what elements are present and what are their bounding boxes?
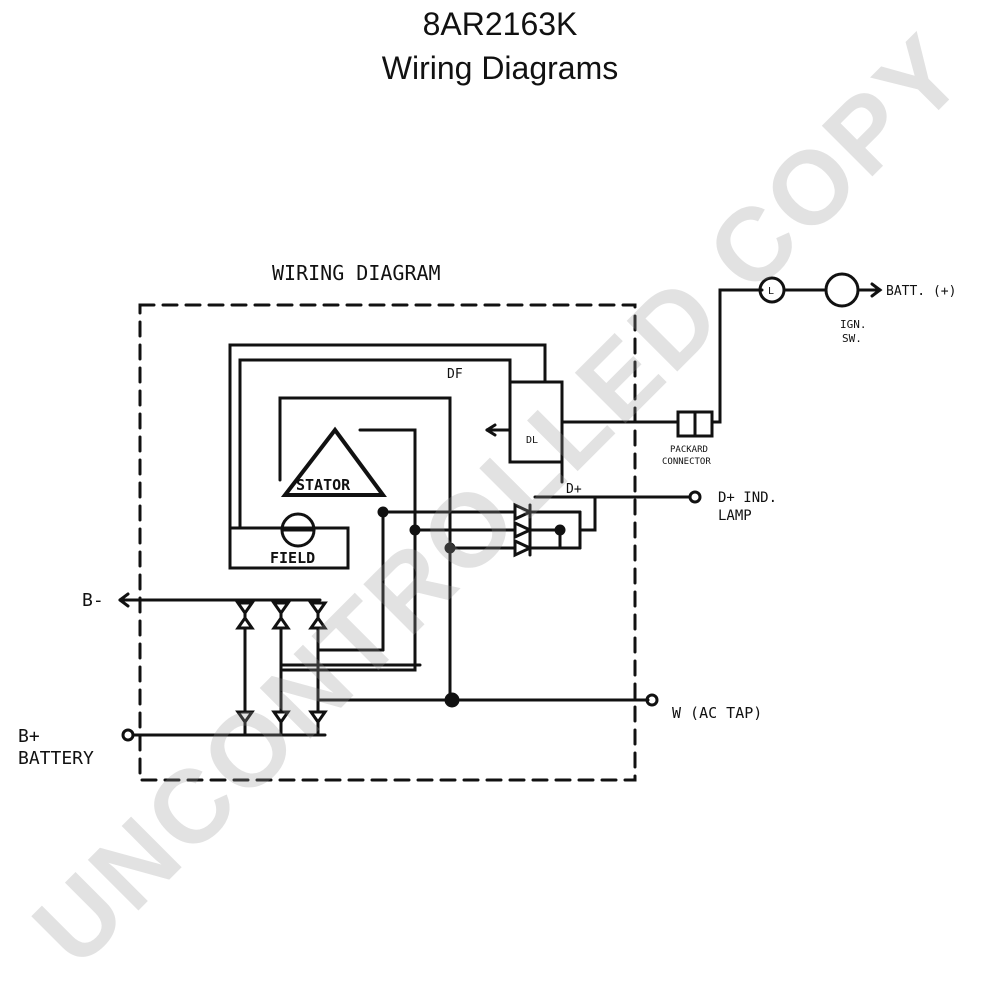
diode-trio-icon (513, 502, 534, 558)
positive-diodes-icon (235, 710, 328, 725)
ign-label-line1: IGN. (840, 318, 867, 331)
b-minus-label: B- (82, 590, 104, 611)
field-inner-loop (238, 358, 512, 530)
part-number: 8AR2163K (422, 6, 578, 42)
w-ac-tap-label: W (AC TAP) (672, 704, 762, 722)
diagram-heading: WIRING DIAGRAM (272, 261, 441, 285)
regulator-mark: DL (526, 435, 538, 446)
field-label: FIELD (270, 549, 315, 567)
d-plus-terminal (688, 490, 702, 504)
stator-triangle-icon (280, 426, 387, 497)
stator-loop-inner (281, 428, 417, 672)
packard-label-line2: CONNECTOR (662, 457, 711, 467)
d-plus-label: D+ (566, 482, 582, 497)
b-plus-label-line1: B+ (18, 726, 40, 747)
page-title: Wiring Diagrams (381, 50, 619, 86)
ign-label-line2: SW. (842, 332, 862, 345)
d-plus-ind-label-line1: D+ IND. (718, 490, 777, 506)
negative-diodes-icon (235, 601, 328, 616)
alternator-housing-outline (138, 303, 637, 782)
stator-label: STATOR (296, 476, 351, 494)
regulator-block (508, 380, 564, 464)
header: 8AR2163K Wiring Diagrams (0, 2, 1000, 90)
w-terminal (645, 693, 659, 707)
field-outer-loop (228, 343, 547, 570)
lamp-circle-label: L (768, 286, 774, 297)
field-winding-frame (228, 526, 350, 570)
b-plus-label-line2: BATTERY (18, 748, 94, 769)
d-plus-ind-label-line2: LAMP (718, 508, 752, 524)
ignition-switch-icon (824, 272, 860, 308)
df-label: DF (447, 367, 463, 382)
batt-plus-label: BATT. (+) (886, 284, 956, 299)
packard-label-line1: PACKARD (670, 445, 708, 455)
